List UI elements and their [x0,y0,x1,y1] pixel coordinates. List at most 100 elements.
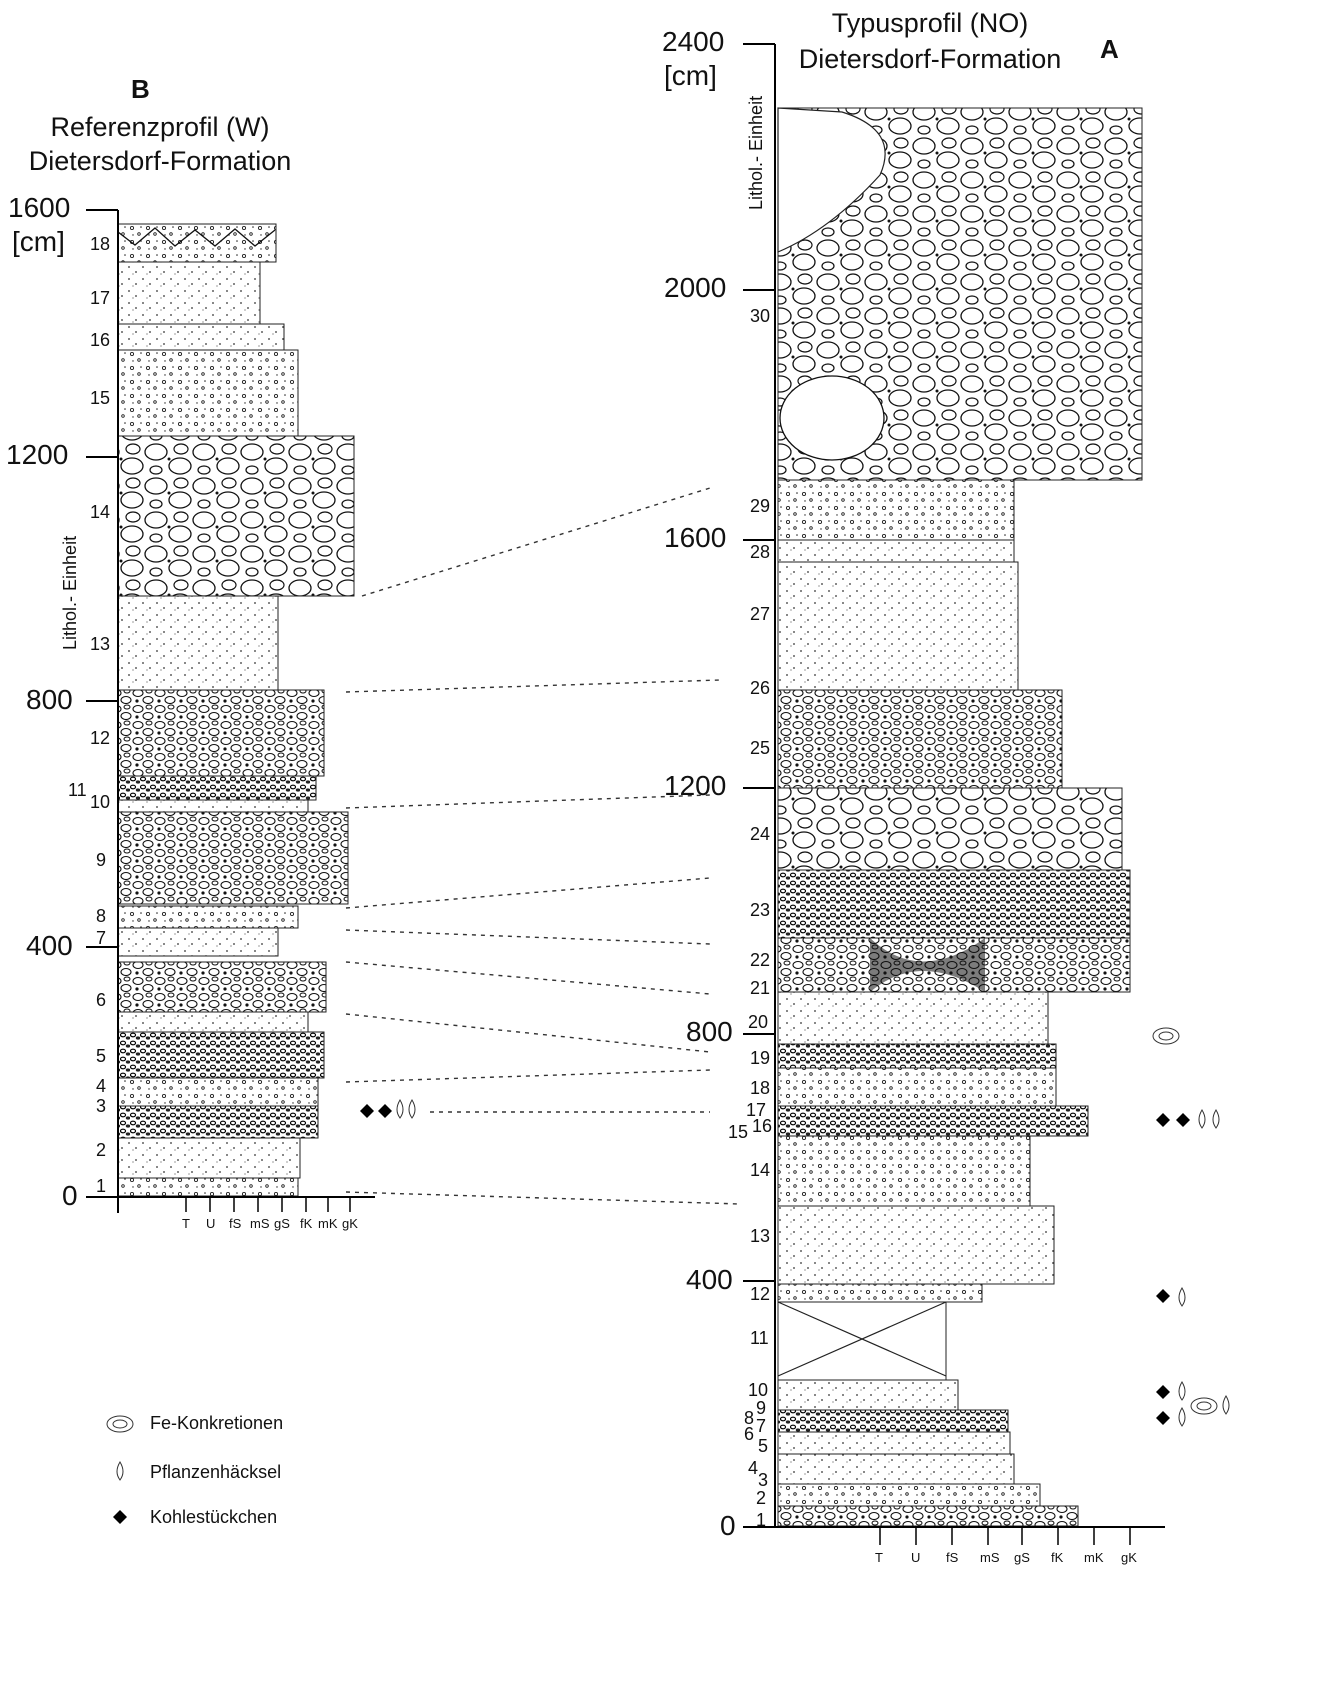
layer-number: 14 [750,1160,770,1181]
grain-size-tick: fS [946,1550,958,1565]
grain-size-tick: T [182,1216,190,1231]
layer-number: 17 [90,288,110,309]
profile-a-title-line1: Typusprofil (NO) [780,6,1080,41]
layer-number: 11 [68,780,87,801]
grain-size-tick: fK [300,1216,312,1231]
layer-number: 20 [748,1012,768,1033]
profile-a-axis-top: 2400 [662,26,724,58]
layer-number: 18 [90,234,110,255]
layer-number: 4 [748,1458,758,1479]
profile-a-axis-tick: 400 [686,1264,733,1296]
profile-a-axis-tick: 800 [686,1016,733,1048]
grain-size-tick: mK [318,1216,338,1231]
plant-fragment-icon [409,1100,415,1118]
layer-number: 23 [750,900,770,921]
layer-number: 25 [750,738,770,759]
grain-size-tick: gS [1014,1550,1030,1565]
layer-number: 11 [750,1328,769,1349]
layer-number: 27 [750,604,770,625]
layer-number: 13 [750,1226,770,1247]
layer-number: 16 [752,1116,772,1137]
layer-number: 29 [750,496,770,517]
coal-piece-icon [1156,1411,1170,1425]
layer-number: 15 [90,388,110,409]
legend-label-plant-fragments: Pflanzenhäcksel [150,1462,281,1483]
grain-size-tick: U [911,1550,920,1565]
grain-size-tick: gS [274,1216,290,1231]
plant-fragment-icon [1199,1110,1205,1128]
correlation-lines [346,488,740,1204]
layer-number: 4 [96,1076,106,1097]
profile-a-grain-ticks [880,1527,1130,1545]
layer-number: 9 [96,850,106,871]
layer-number: 12 [750,1284,770,1305]
layer-number: 5 [758,1436,768,1457]
plant-fragment-icon [1179,1288,1185,1306]
layer-number: 6 [744,1424,754,1445]
plant-fragment-icon [1179,1408,1185,1426]
plant-fragment-icon [1223,1396,1229,1414]
coal-piece-icon [360,1104,374,1118]
grain-size-tick: U [206,1216,215,1231]
coal-piece-icon [113,1510,127,1524]
grain-size-tick: gK [1121,1550,1137,1565]
layer-number: 22 [750,950,770,971]
profile-b-axis-tick: 400 [26,930,73,962]
profile-b-axis-top: 1600 [8,192,70,224]
legend-label-fe-concretions: Fe-Konkretionen [150,1413,283,1434]
layer-number: 2 [96,1140,106,1161]
layer-number: 7 [96,928,106,949]
layer-number: 2 [756,1488,766,1509]
layer-number: 15 [728,1122,748,1143]
profile-b-axis-tick: 800 [26,684,73,716]
profile-b-grain-ticks [186,1197,350,1212]
profile-b-axis-unit: [cm] [12,226,65,258]
plant-fragment-icon [1179,1382,1185,1400]
layer-number: 13 [90,634,110,655]
fe-concretion-icon [1191,1398,1217,1414]
layer-number: 3 [96,1096,106,1117]
profile-b-symbols [360,1100,415,1118]
grain-size-tick: T [875,1550,883,1565]
profile-b-title-line1: Referenzprofil (W) [0,110,320,145]
layer-number: 10 [90,792,110,813]
coal-piece-icon [378,1104,392,1118]
layer-number: 26 [750,678,770,699]
plant-fragment-icon [117,1462,123,1480]
coal-piece-icon [1156,1385,1170,1399]
profile-b-axis-tick: 0 [62,1180,78,1212]
profile-b-title-line2: Dietersdorf-Formation [0,144,320,179]
plant-fragment-icon [397,1100,403,1118]
layer-number: 5 [96,1046,106,1067]
grain-size-tick: gK [342,1216,358,1231]
layer-number: 30 [750,306,770,327]
profile-a-symbols [1153,1028,1229,1426]
profile-a-column [778,108,1142,1526]
layer-number: 24 [750,824,770,845]
coal-piece-icon [1176,1113,1190,1127]
plant-fragment-icon [1213,1110,1219,1128]
layer-number: 21 [750,978,770,999]
layer-number: 6 [96,990,106,1011]
layer-number: 8 [96,906,106,927]
profile-a-axis-tick: 0 [720,1510,736,1542]
grain-size-tick: mS [250,1216,270,1231]
legend-label-coal-pieces: Kohlestückchen [150,1507,277,1528]
grain-size-tick: mK [1084,1550,1104,1565]
profile-a-axis-tick: 2000 [664,272,726,304]
layer-number: 18 [750,1078,770,1099]
profile-a-axis-tick: 1200 [664,770,726,802]
profile-a-axis-tick: 1600 [664,522,726,554]
profile-b-axis-tick: 1200 [6,439,68,471]
grain-size-tick: mS [980,1550,1000,1565]
fe-concretion-icon [1153,1028,1179,1044]
layer-number: 19 [750,1048,770,1069]
layer-number: 1 [96,1176,106,1197]
fe-concretion-icon [107,1416,133,1432]
profile-b-letter: B [131,74,150,105]
profile-a-axis-unit: [cm] [664,60,717,92]
layer-number: 7 [756,1416,766,1437]
profile-a-letter: A [1100,34,1119,65]
layer-number: 12 [90,728,110,749]
